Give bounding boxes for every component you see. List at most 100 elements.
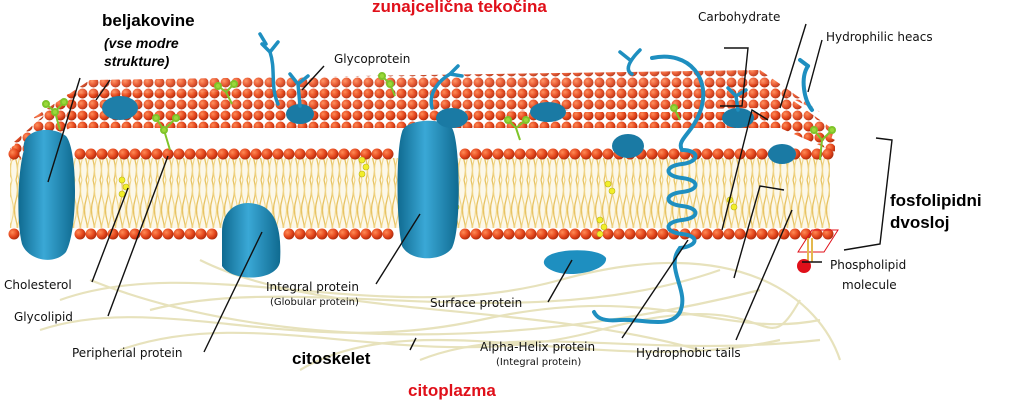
phospholipid-head [339, 229, 350, 240]
alpha-helix-protein-label: Alpha-Helix protein [480, 340, 595, 354]
phospholipid-head [240, 149, 251, 160]
phospholipid-head [713, 149, 724, 160]
phospholipid-head [141, 229, 152, 240]
integral-protein-left [18, 130, 75, 260]
phospholipid-head [328, 229, 339, 240]
phospholipid-head [559, 149, 570, 160]
phospholipid-head [636, 229, 647, 240]
alpha-helix-note-label: (Integral protein) [496, 357, 581, 369]
phospholipid-head [515, 149, 526, 160]
phospholipid-head [141, 149, 152, 160]
phospholipid-head [284, 149, 295, 160]
phospholipid-head [614, 229, 625, 240]
phospholipid-head [669, 149, 680, 160]
phospholipid-head [768, 229, 779, 240]
hydrophobic-tails-label: Hydrophobic tails [636, 346, 741, 360]
phospholipid-head [757, 229, 768, 240]
phospholipid-head [251, 149, 262, 160]
phospholipid-head [658, 229, 669, 240]
phospholipid-head [724, 149, 735, 160]
phospholipid-head [801, 149, 812, 160]
phospholipid-head [735, 229, 746, 240]
phospholipid-head [350, 229, 361, 240]
phospholipid-head [702, 149, 713, 160]
phospholipid-head [152, 149, 163, 160]
proteins-note-2: strukture) [104, 52, 169, 70]
phospholipid-head [471, 229, 482, 240]
proteins-note-1: (vse modre [104, 34, 179, 52]
phospholipid-head [350, 149, 361, 160]
phospholipid-head [537, 149, 548, 160]
phospholipid-head [757, 149, 768, 160]
phospholipid-head [9, 149, 20, 160]
peripheral-protein-label: Peripherial protein [72, 346, 183, 360]
phospholipid-head [504, 149, 515, 160]
integral-protein-globular [222, 203, 280, 278]
phospholipid-head [383, 229, 394, 240]
phospholipid-head [361, 229, 372, 240]
phospholipid-head [724, 229, 735, 240]
phospholipid-head [702, 229, 713, 240]
phospholipid-head [284, 229, 295, 240]
phospholipid-head [383, 149, 394, 160]
globular-protein-label: (Globular protein) [270, 297, 359, 309]
phospholipid-head [647, 229, 658, 240]
phospholipid-head [306, 229, 317, 240]
phospholipid-head [75, 149, 86, 160]
integral-protein-label: Integral protein [266, 280, 359, 294]
integral-protein-middle [398, 121, 459, 259]
phospholipid-head [9, 229, 20, 240]
cytoskeleton-label: citoskelet [292, 348, 370, 370]
phospholipid-head [174, 149, 185, 160]
phospholipid-head [460, 149, 471, 160]
phospholipid-head [207, 149, 218, 160]
phospholipid-head [570, 229, 581, 240]
phospholipid-head [790, 229, 801, 240]
phospholipid-head [108, 149, 119, 160]
phospholipid-head [504, 229, 515, 240]
phospholipid-head [372, 149, 383, 160]
phospholipid-head [570, 149, 581, 160]
phospholipid-head [625, 229, 636, 240]
phospholipid-head [581, 229, 592, 240]
phospholipid-head [152, 229, 163, 240]
phospholipid-head [471, 149, 482, 160]
phospholipid-head [548, 149, 559, 160]
phospholipid-head [119, 149, 130, 160]
phospholipid-head [86, 149, 97, 160]
phospholipid-label-1: Phospholipid [830, 258, 906, 272]
bilayer-title-1: fosfolipidni [890, 190, 982, 212]
phospholipid-head [592, 149, 603, 160]
glycoprotein-label: Glycoprotein [334, 52, 410, 66]
phospholipid-head [207, 229, 218, 240]
cholesterol-label: Cholesterol [4, 278, 72, 292]
phospholipid-head [196, 229, 207, 240]
phospholipid-head [713, 229, 724, 240]
phospholipid-head [273, 149, 284, 160]
phospholipid-head [229, 149, 240, 160]
phospholipid-head [493, 149, 504, 160]
phospholipid-head [295, 229, 306, 240]
phospholipid-head [306, 149, 317, 160]
surface-protein-label: Surface protein [430, 296, 522, 310]
phospholipid-head [823, 149, 834, 160]
phospholipid-head [559, 229, 570, 240]
bilayer-title-2: dvosloj [890, 212, 950, 234]
phospholipid-head [746, 149, 757, 160]
phospholipid-head [526, 229, 537, 240]
inside-heading: citoplazma [408, 384, 496, 398]
phospholipid-head [174, 229, 185, 240]
phospholipid-head [218, 149, 229, 160]
phospholipid-label-2: molecule [842, 278, 897, 292]
phospholipid-head [130, 149, 141, 160]
phospholipid-head [185, 149, 196, 160]
phospholipid-head [526, 149, 537, 160]
phospholipid-head [339, 149, 350, 160]
phospholipid-head [537, 229, 548, 240]
phospholipid-head [548, 229, 559, 240]
outside-heading: zunajcelična tekočina [372, 0, 547, 14]
phospholipid-head [460, 229, 471, 240]
phospholipid-head [119, 229, 130, 240]
phospholipid-head [372, 229, 383, 240]
